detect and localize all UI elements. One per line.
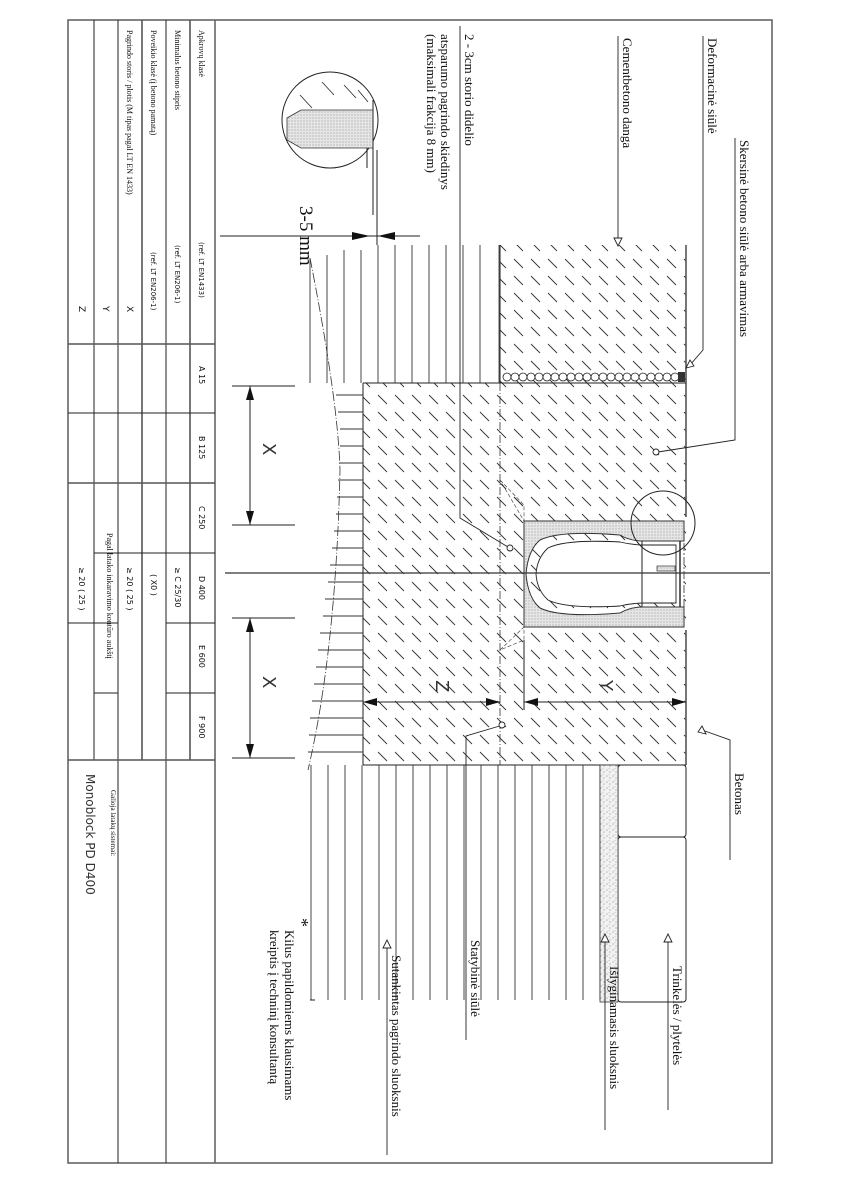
label-transverse-joint: Skersinė betono siūlė arba armavimas (737, 140, 752, 337)
row-ref-concrete-strength: (ref. LT EN206-1) (173, 245, 181, 304)
note-line-1: Kilus papildomiems klausimams (282, 930, 297, 1100)
class-c250: C 250 (197, 506, 206, 529)
label-mortar-3: (maksimali frakcija 8 mm) (424, 34, 439, 173)
gap-label: 3-5 mm (295, 206, 316, 266)
gap-dimension: 3-5 mm (220, 206, 420, 266)
dim-z: Z (431, 680, 452, 692)
class-a15: A 15 (197, 366, 206, 384)
label-construction-joint: Statybinė siūlė (468, 940, 483, 1017)
break-line-left (307, 257, 341, 771)
dim-x-bottom: X (258, 676, 279, 688)
row-dim-x: X (124, 306, 134, 312)
row-dim-y: Y (100, 305, 110, 312)
leader-lines (382, 26, 736, 1155)
value-y: Pagal latako inkaravimo kontūro aukštį (105, 533, 114, 660)
leveling-layer (599, 764, 619, 1003)
label-pavers: Trinkelės / plytelės (670, 966, 685, 1065)
dim-x-top: X (258, 443, 279, 455)
concrete-foundation (363, 383, 500, 765)
value-exposure: ( X0 ) (149, 574, 158, 596)
label-leveling-layer: Išlyginamasis sluoksnis (607, 966, 622, 1089)
row-label-exposure: Poveikio klasė (į betono pamatą) (149, 30, 158, 136)
value-x: ≥ 20 ( 25 ) (125, 567, 134, 610)
class-f900: F 900 (197, 716, 206, 738)
dim-y: Y (595, 679, 616, 692)
dimension-lines: X X Z Y (232, 385, 686, 759)
sheet-frame (67, 19, 773, 1164)
label-mortar-2: atsparumo pagrindo skiedinys (438, 34, 453, 190)
detail-marker-circle (630, 490, 696, 556)
cement-concrete-slab (500, 245, 686, 765)
class-b125: B 125 (197, 436, 206, 459)
label-deformation-joint: Deformacinė siūlė (705, 38, 720, 134)
label-compacted-base: Sutankintas pagrindo sluoksnis (389, 955, 404, 1117)
spec-table: Apkrovų klasė (ref. LT EN1433) Minimalus… (68, 20, 215, 1163)
system-label: Galioja latakų sistemai: (109, 790, 117, 856)
row-label-base-thickness: Pagrindo storis / plotis (M tipas pagal … (125, 30, 134, 195)
label-cement-concrete: Cementbetono danga (620, 38, 635, 148)
value-concrete-strength: ≥ C 25/30 (173, 567, 182, 607)
note-asterisk: * (292, 918, 312, 927)
deformation-joint (500, 372, 686, 384)
drainage-channel (499, 383, 685, 765)
row-dim-z: Z (76, 306, 86, 312)
class-e600: E 600 (197, 645, 206, 668)
compacted-base-layer (308, 245, 601, 1000)
row-label-load-class: Apkrovų klasė (197, 30, 206, 77)
cross-section-drawing: 3-5 mm X X Z Y (220, 26, 770, 1155)
row-ref-exposure: (ref. LT EN206-1) (149, 252, 157, 311)
row-label-concrete-strength: Minimalus betono stipris (173, 30, 182, 110)
label-concrete: Betonas (732, 773, 747, 815)
note-line-2: kreiptis į techninį konsultantą (267, 930, 282, 1084)
system-name: Monoblock PD D400 (83, 774, 97, 895)
row-ref-load-class: (ref. LT EN1433) (197, 242, 205, 298)
detail-magnified (281, 71, 379, 245)
pavers (599, 764, 687, 1003)
value-z: ≥ 20 ( 25 ) (77, 567, 86, 610)
label-mortar-1: 2 - 3cm storio didelio (462, 34, 477, 146)
class-d400: D 400 (197, 576, 206, 600)
